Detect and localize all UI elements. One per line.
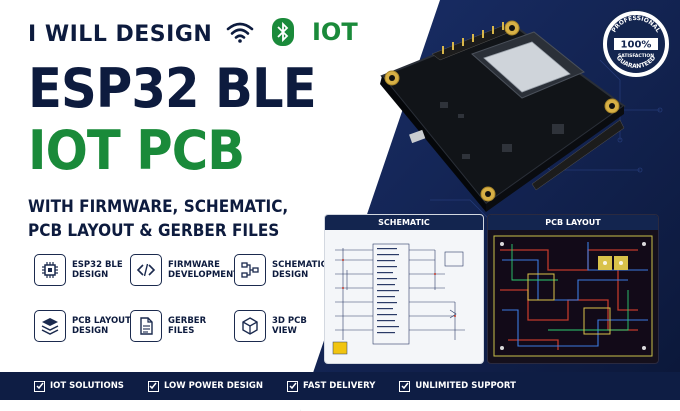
cube-icon [234,310,266,342]
footer-item-iot-solutions: IOT SOLUTIONS [34,380,124,392]
satisfaction-badge: PROFESSIONAL GUARANTEED 100% SATISFACTIO… [601,9,671,79]
footer-bar: IOT SOLUTIONS LOW POWER DESIGN FAST DELI… [0,372,680,400]
description-line-1: WITH FIRMWARE, SCHEMATIC, [28,197,289,217]
layers-icon [34,310,66,342]
tagline-top: I WILL DESIGN [28,22,213,47]
badge-percent: 100% [621,40,652,51]
footer-label: LOW POWER DESIGN [163,381,263,391]
main-title: ESP32 BLE [28,57,317,120]
checkbox-icon [399,380,411,392]
footer-item-fast-delivery: FAST DELIVERY [287,380,376,392]
checkbox-icon [287,380,298,392]
schematic-drawing [332,243,465,355]
iot-logo-text: IOT [312,18,358,46]
esp32-board-image [380,20,626,212]
schematic-title: SCHEMATIC [325,215,483,230]
file-icon [130,310,162,342]
footer-label: IOT SOLUTIONS [50,381,124,391]
pcb-layout-title: PCB LAYOUT [488,215,658,230]
footer-label: FAST DELIVERY [303,381,376,391]
sub-title: IOT PCB [28,119,245,182]
footer-label: UNLIMITED SUPPORT [415,381,516,391]
footer-item-low-power-design: LOW POWER DESIGN [147,380,263,392]
checkbox-icon [147,380,159,392]
badge-mid-text: SATISFACTION [618,53,654,59]
wifi-icon [226,22,254,43]
chip-icon [34,254,66,286]
connectivity-icons: IOT [226,18,358,46]
pcb-layout-panel: PCB LAYOUT [487,214,659,364]
description-line-2: PCB LAYOUT & GERBER FILES [28,221,280,241]
schematic-icon [234,254,266,286]
schematic-panel: SCHEMATIC [324,214,484,364]
pcb-layout-drawing [493,235,653,357]
footer-item-unlimited-support: UNLIMITED SUPPORT [399,380,516,392]
checkbox-icon [34,380,45,392]
code-icon [130,254,162,286]
bluetooth-icon [272,18,294,46]
